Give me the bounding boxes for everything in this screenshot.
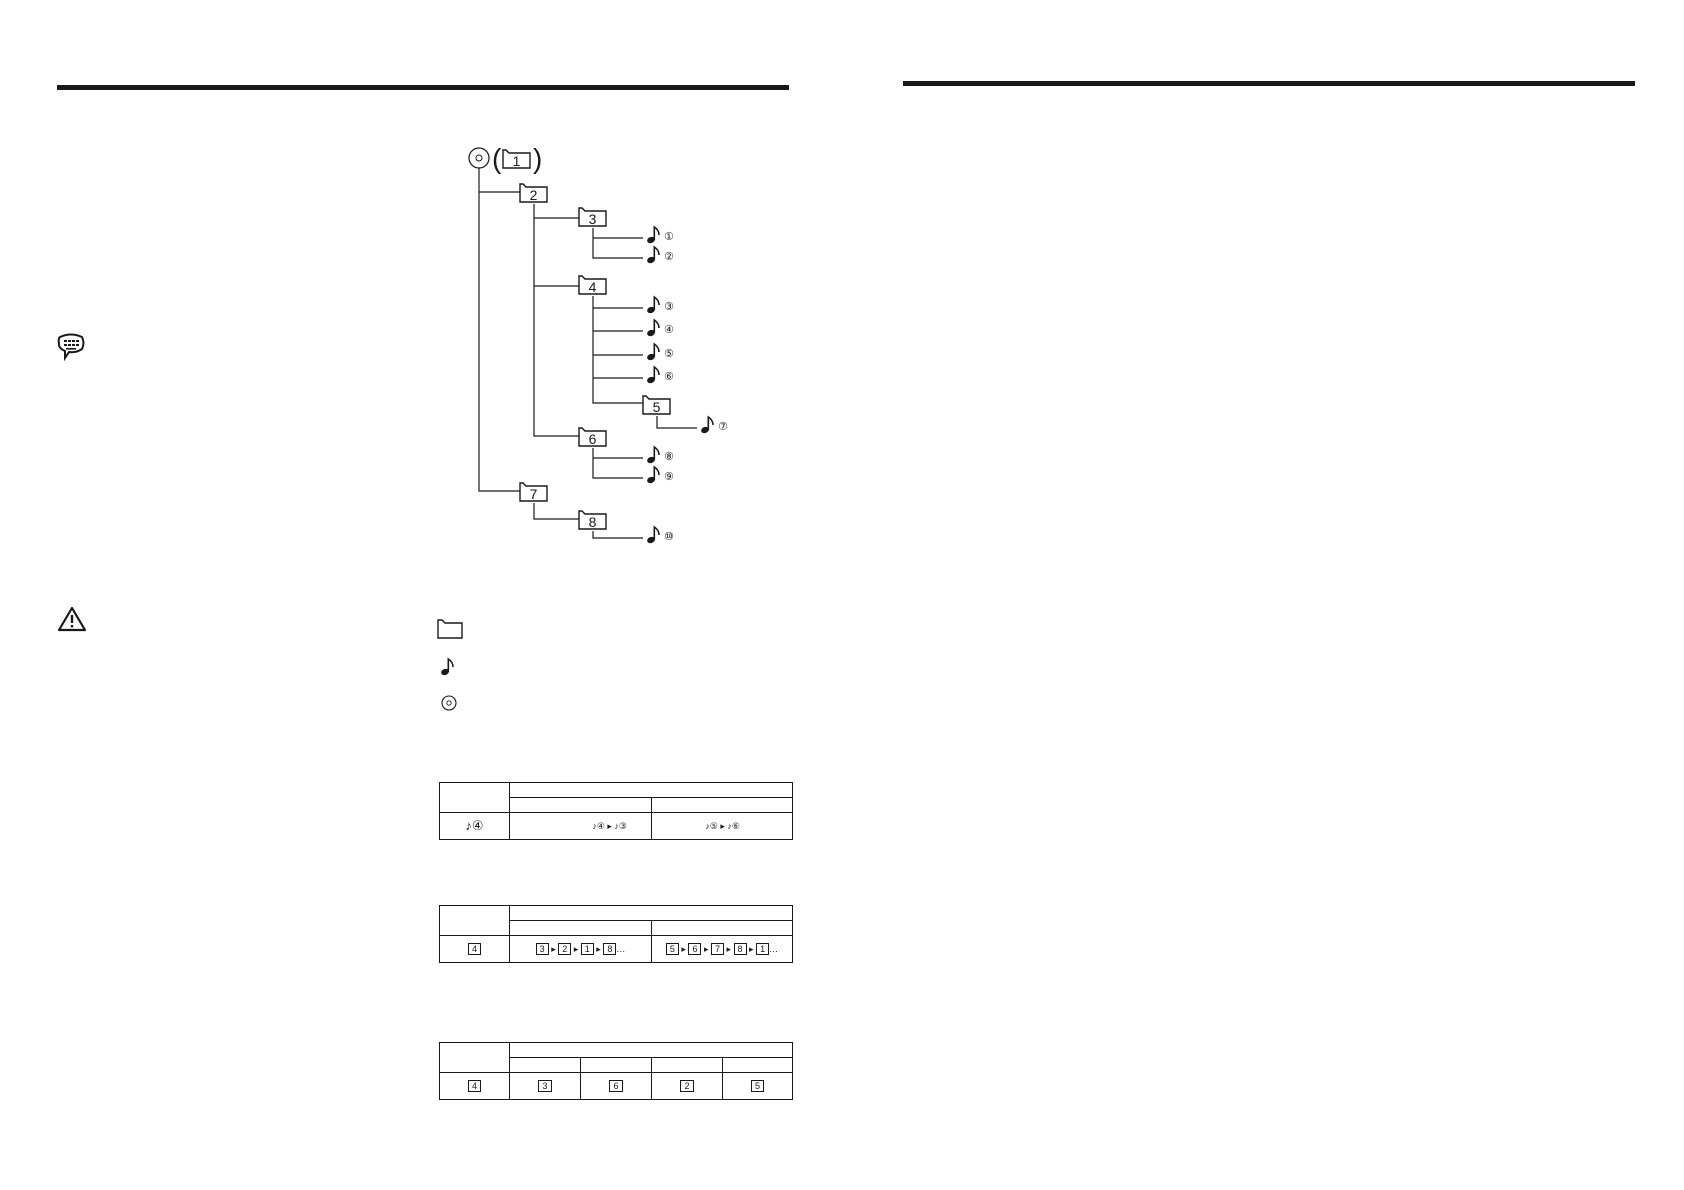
svg-text:4: 4 bbox=[589, 279, 597, 295]
folder-icon bbox=[437, 619, 463, 639]
disc-icon-legend bbox=[441, 695, 457, 711]
svg-text:5: 5 bbox=[653, 399, 661, 415]
svg-text:7: 7 bbox=[530, 486, 538, 502]
disc-icon bbox=[468, 147, 490, 169]
table-header-cell bbox=[509, 1042, 793, 1058]
svg-text:⑨: ⑨ bbox=[664, 471, 674, 483]
current-folder-cell: 4 bbox=[439, 935, 510, 963]
folder-6: 6 bbox=[578, 427, 607, 447]
folder-3: 3 bbox=[578, 207, 607, 227]
table-cell: 3 ▸ 2 ▸ 1 ▸ 8… bbox=[509, 935, 652, 963]
table-cell: 3 bbox=[509, 1072, 581, 1100]
svg-text:1: 1 bbox=[513, 153, 521, 169]
paren-open: ( bbox=[492, 143, 502, 174]
table-header-cell bbox=[439, 782, 510, 813]
folder-4: 4 bbox=[578, 275, 607, 295]
svg-text:①: ① bbox=[664, 231, 674, 243]
table-header-cell bbox=[651, 797, 793, 813]
file-8: ⑧ bbox=[645, 446, 674, 465]
table-header-cell bbox=[439, 905, 510, 936]
current-file-cell: ♪④ bbox=[439, 812, 510, 840]
folder-8: 8 bbox=[578, 510, 607, 530]
folder-1: 1 bbox=[502, 149, 531, 169]
top-rule-right bbox=[903, 81, 1635, 86]
file-10: ⑩ bbox=[645, 526, 674, 545]
table-cell: 6 bbox=[580, 1072, 652, 1100]
table-header-cell bbox=[509, 1057, 581, 1073]
note-icon bbox=[439, 658, 454, 677]
table-cell: 5 bbox=[722, 1072, 793, 1100]
svg-text:8: 8 bbox=[589, 514, 597, 530]
table-cell: 2 bbox=[651, 1072, 723, 1100]
svg-text:⑦: ⑦ bbox=[718, 421, 728, 433]
table-header-cell bbox=[439, 1042, 510, 1073]
file-2: ② bbox=[645, 246, 674, 265]
file-4: ④ bbox=[645, 319, 674, 338]
table-header-cell bbox=[651, 920, 793, 936]
warning-icon bbox=[57, 606, 87, 632]
table-header-cell bbox=[509, 905, 793, 921]
table-cell: ♪④ ▸ ♪③ bbox=[509, 812, 652, 840]
file-3: ③ bbox=[645, 296, 674, 315]
table-header-cell bbox=[580, 1057, 652, 1073]
table-header-cell bbox=[509, 782, 793, 798]
svg-text:⑥: ⑥ bbox=[664, 371, 674, 383]
speech-bubble-icon bbox=[56, 333, 86, 362]
folder-5: 5 bbox=[642, 395, 671, 415]
file-search-table: ♪④ ♪④ ▸ ♪③ ♪⑤ ▸ ♪⑥ bbox=[439, 782, 793, 840]
svg-text:3: 3 bbox=[589, 211, 597, 227]
folder-skip-table: 4 3 6 2 5 bbox=[439, 1042, 793, 1100]
current-folder-cell: 4 bbox=[439, 1072, 510, 1100]
svg-text:2: 2 bbox=[530, 187, 538, 203]
table-header-cell bbox=[509, 797, 652, 813]
svg-text:6: 6 bbox=[589, 431, 597, 447]
svg-text:⑧: ⑧ bbox=[664, 451, 674, 463]
table-cell: 5 ▸ 6 ▸ 7 ▸ 8 ▸ 1… bbox=[651, 935, 793, 963]
file-6: ⑥ bbox=[645, 366, 674, 385]
file-5: ⑤ bbox=[645, 343, 674, 362]
table-cell: ♪⑤ ▸ ♪⑥ bbox=[651, 812, 793, 840]
file-1: ① bbox=[645, 226, 674, 245]
table-header-cell bbox=[509, 920, 652, 936]
svg-text:③: ③ bbox=[664, 301, 674, 313]
svg-text:②: ② bbox=[664, 251, 674, 263]
top-rule-left bbox=[57, 85, 789, 90]
folder-search-table: 4 3 ▸ 2 ▸ 1 ▸ 8… 5 ▸ 6 ▸ 7 ▸ 8 ▸ 1… bbox=[439, 905, 793, 963]
file-9: ⑨ bbox=[645, 466, 674, 485]
file-7: ⑦ bbox=[699, 416, 728, 435]
paren-close: ) bbox=[533, 143, 542, 174]
folder-7: 7 bbox=[519, 482, 548, 502]
svg-text:⑩: ⑩ bbox=[664, 531, 674, 543]
svg-text:⑤: ⑤ bbox=[664, 348, 674, 360]
table-header-cell bbox=[651, 1057, 723, 1073]
folder-2: 2 bbox=[519, 183, 548, 203]
table-header-cell bbox=[722, 1057, 793, 1073]
svg-text:④: ④ bbox=[664, 324, 674, 336]
